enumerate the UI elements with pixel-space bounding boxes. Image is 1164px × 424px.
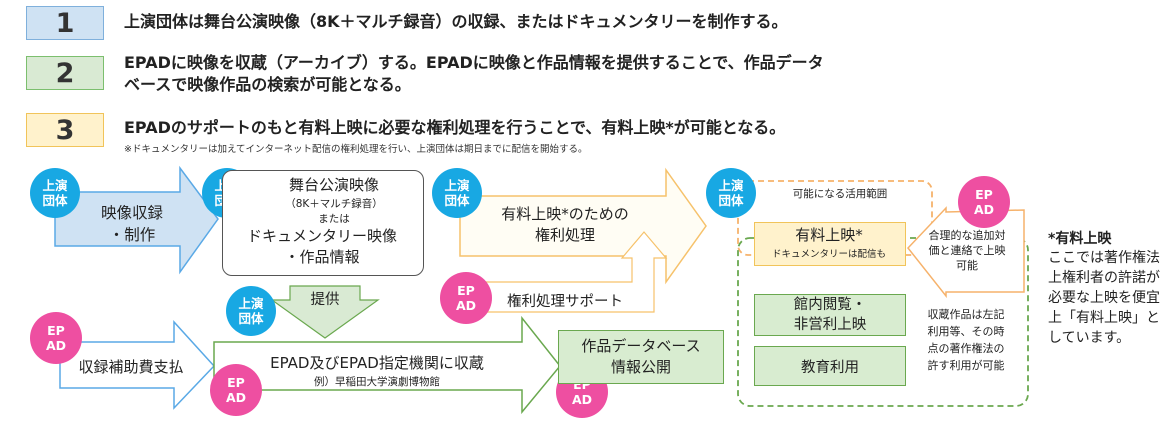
paid-screening-box [754, 222, 906, 266]
database-box: 作品データベース 情報公開 [558, 330, 724, 384]
recording-label: 映像収録 ・制作 [100, 204, 163, 244]
step-3-number: 3 [26, 113, 104, 147]
note-text: ※ドキュメンタリーは加えてインターネット配信の権利処理を行い、上演団体は期日まで… [124, 144, 588, 155]
epad-badge-5: EP AD [958, 176, 1010, 228]
archive-title: EPAD及びEPAD指定機関に収蔵 [270, 354, 484, 372]
video-subtitle: （8K＋マルチ録音） [285, 198, 383, 210]
step-2-text-line2: ベースで映像作品の検索が可能となる。 [124, 75, 411, 94]
footnote-body: ここでは著作権法上権利者の許諾が必要な上映を便宜上「有料上映」としています。 [1048, 250, 1160, 346]
provide-label: 提供 [310, 292, 340, 308]
epad-badge-1: EP AD [440, 272, 492, 324]
recording-arrow [54, 165, 219, 275]
video-box [222, 170, 424, 276]
database-label: 作品データベース 情報公開 [581, 337, 701, 376]
collection-note: 収蔵作品は左記 利用等、その時 点の著作権法の 許す利用が可能 [927, 308, 1005, 372]
archive-subtitle: 例）早稲田大学演劇博物館 [314, 376, 440, 388]
epad-badge-3: EP AD [210, 364, 262, 416]
troupe-badge-1: 上演 団体 [30, 168, 80, 218]
scope-title: 可能になる活用範囲 [792, 188, 888, 200]
step-3-text: EPADのサポートのもと有料上映に必要な権利処理を行うことで、有料上映*が可能と… [124, 118, 786, 137]
step-2-text: EPADに映像を収蔵（アーカイブ）する。EPADに映像と作品情報を提供することで… [124, 52, 824, 96]
paid-screening-label: 有料上映* [795, 226, 863, 244]
step-2-text-line1: EPADに映像を収蔵（アーカイブ）する。EPADに映像と作品情報を提供することで… [124, 53, 824, 72]
paid-screening-sub: ドキュメンタリーは配信も [771, 249, 886, 260]
step-1-text: 上演団体は舞台公演映像（8K＋マルチ録音）の収録、またはドキュメンタリーを制作す… [124, 12, 788, 31]
rights-label: 有料上映*のための 権利処理 [501, 205, 629, 244]
library-label: 館内閲覧・ 非営利上映 [793, 297, 867, 333]
subsidy-arrow [59, 320, 216, 410]
support-arrow-body [469, 231, 668, 313]
step-2-number: 2 [26, 56, 104, 90]
contact-label: 合理的な追加対 価と連絡で上映 可能 [928, 229, 1006, 272]
scope-dashed-box [737, 180, 933, 256]
education-box: 教育利用 [754, 346, 906, 386]
subsidy-label: 収録補助費支払 [78, 358, 184, 376]
provide-arrow [270, 285, 380, 339]
step-1-number: 1 [26, 6, 104, 40]
contact-arrow [907, 206, 1025, 299]
troupe-badge-4: 上演 団体 [706, 168, 756, 218]
video-title: 舞台公演映像 [288, 176, 379, 194]
troupe-badge-3: 上演 団体 [432, 168, 482, 218]
video-or: または [318, 213, 350, 225]
epad-badge-2: EP AD [30, 312, 82, 364]
library-box: 館内閲覧・ 非営利上映 [754, 294, 906, 336]
footnote-title: *有料上映 [1048, 231, 1112, 247]
troupe-badge-5: 上演 団体 [226, 286, 276, 336]
video-documentary: ドキュメンタリー映像 ・作品情報 [246, 227, 397, 266]
archive-arrow [213, 315, 561, 415]
rights-support-label: 権利処理サポート [507, 294, 623, 310]
education-label: 教育利用 [801, 359, 859, 376]
